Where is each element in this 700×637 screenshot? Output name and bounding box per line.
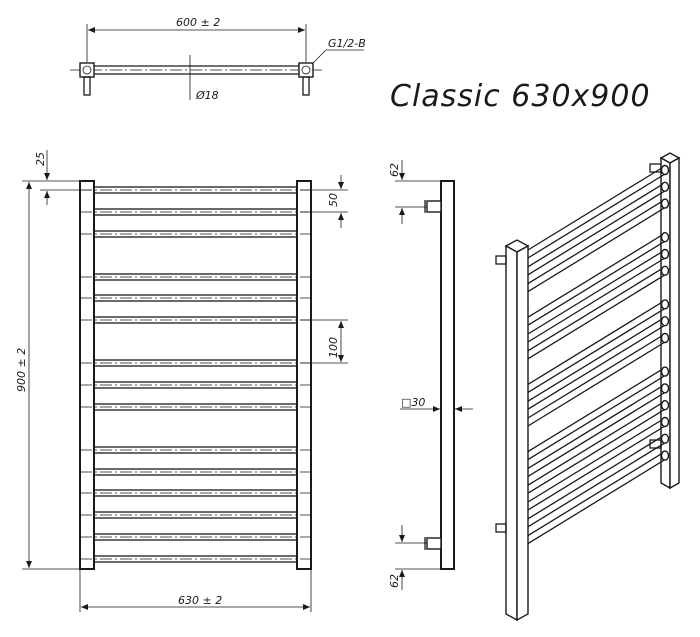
left-vertical-bar	[79, 180, 95, 570]
iso-rail-end	[660, 366, 670, 377]
side-profile-bar	[440, 180, 455, 570]
bracket-bottom-label: 62	[388, 574, 401, 588]
iso-rail	[527, 367, 666, 461]
left-connector	[79, 62, 95, 78]
iso-rail	[527, 383, 666, 477]
iso-rail-end	[660, 332, 670, 344]
iso-rail-end	[660, 164, 670, 176]
right-vertical-bar	[296, 180, 312, 570]
product-title: Classic 630x900	[390, 79, 651, 114]
spacing-100-label: 100	[327, 337, 340, 358]
iso-rail-end	[660, 198, 670, 209]
pipe-diameter-label: Ø18	[195, 89, 219, 102]
iso-rail	[527, 249, 666, 343]
iso-rail	[527, 451, 666, 545]
iso-rail-end	[660, 400, 670, 411]
iso-rail-end	[660, 316, 670, 327]
iso-rail	[527, 182, 666, 276]
height-label: 900 ± 2	[15, 348, 28, 392]
iso-rail	[527, 417, 666, 511]
top-offset-label: 25	[34, 152, 47, 166]
profile-label: □30	[401, 396, 425, 409]
iso-rail	[527, 400, 666, 494]
spacing-50-label: 50	[327, 193, 340, 207]
iso-rail	[527, 434, 666, 528]
iso-rail	[527, 316, 666, 410]
iso-rail	[527, 232, 666, 326]
iso-rail	[527, 165, 666, 259]
iso-rail	[527, 266, 666, 360]
width-label: 630 ± 2	[178, 594, 222, 607]
isometric-view	[495, 152, 681, 622]
iso-rail-end	[660, 450, 670, 461]
iso-rail-end	[660, 231, 670, 243]
iso-rail-end	[660, 433, 670, 444]
horizontal-rails	[80, 186, 311, 563]
iso-rail-end	[660, 181, 670, 193]
isometric-rails	[527, 164, 670, 545]
top-wall-bracket	[426, 200, 442, 213]
top-width-label: 600 ± 2	[176, 16, 220, 29]
top-view	[70, 24, 364, 100]
connection-label: G1/2-B	[328, 37, 366, 50]
iso-rail-end	[660, 299, 670, 310]
front-view	[22, 150, 348, 612]
right-connector	[298, 62, 314, 78]
bracket-top-label: 62	[388, 163, 401, 177]
iso-rail	[527, 299, 666, 393]
iso-rail-end	[660, 383, 670, 394]
iso-rail-end	[660, 265, 670, 276]
iso-rail	[527, 333, 666, 427]
iso-rail-end	[660, 416, 670, 428]
bottom-wall-bracket	[426, 537, 442, 550]
iso-rail	[527, 199, 666, 293]
iso-rail-end	[660, 248, 670, 260]
side-view	[395, 160, 473, 590]
